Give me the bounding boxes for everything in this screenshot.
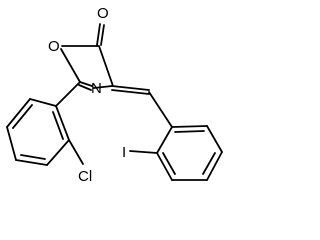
bond-iodophenyl-inner-2	[202, 152, 216, 175]
bond-c5-o-double-a	[96, 23, 101, 46]
bond-iodophenyl-3	[206, 151, 223, 181]
bond-iodophenyl-5	[156, 152, 173, 181]
bond-chlorophenyl-1	[29, 98, 57, 107]
bond-chlorophenyl-inner-3	[52, 111, 64, 140]
bond-iodophenyl-inner-1	[174, 130, 205, 133]
bond-iodophenyl-2	[206, 125, 223, 153]
bond-c5-o-double-b	[100, 24, 105, 46]
bond-c2-n-double-b	[78, 84, 92, 91]
ring-oxygen-label: O	[48, 38, 60, 55]
carbonyl-oxygen-label: O	[97, 5, 109, 22]
bond-c4-methine-b	[111, 89, 150, 95]
bond-iodophenyl-1	[171, 125, 208, 128]
bond-c5-c4	[98, 45, 114, 87]
bond-chlorophenyl-4	[15, 159, 48, 166]
chlorophenyl-ring	[6, 81, 84, 166]
carbonyl-group	[96, 23, 105, 46]
bond-iodine	[129, 150, 158, 154]
oxazolone-ring	[60, 45, 114, 91]
bond-c4-methine-a	[111, 85, 150, 91]
bond-chlorophenyl-6	[55, 105, 70, 141]
bond-c4-n	[93, 85, 113, 89]
bond-c2-aryl	[55, 81, 81, 107]
ring-nitrogen-label: N	[91, 80, 102, 97]
bond-chlorophenyl-5	[46, 139, 70, 166]
bond-iodophenyl-inner-3	[162, 152, 176, 175]
bond-chlorophenyl-inner-1	[12, 104, 33, 129]
chlorine-label: Cl	[78, 168, 92, 185]
bond-methine-aryl	[148, 91, 173, 128]
iodine-label: I	[122, 144, 126, 161]
exocyclic-double-bond	[111, 85, 173, 128]
iodophenyl-ring	[129, 125, 223, 181]
chemical-structure-diagram: O O N Cl I	[6, 5, 223, 185]
bond-ring-o-c2	[60, 48, 81, 83]
bond-chlorophenyl-3	[6, 126, 17, 161]
bond-chlorophenyl-2	[6, 98, 31, 128]
bond-chlorine	[68, 139, 84, 165]
bond-chlorophenyl-inner-2	[20, 154, 46, 160]
bond-iodophenyl-6	[156, 126, 173, 154]
bond-c2-n-double-a	[79, 81, 93, 87]
